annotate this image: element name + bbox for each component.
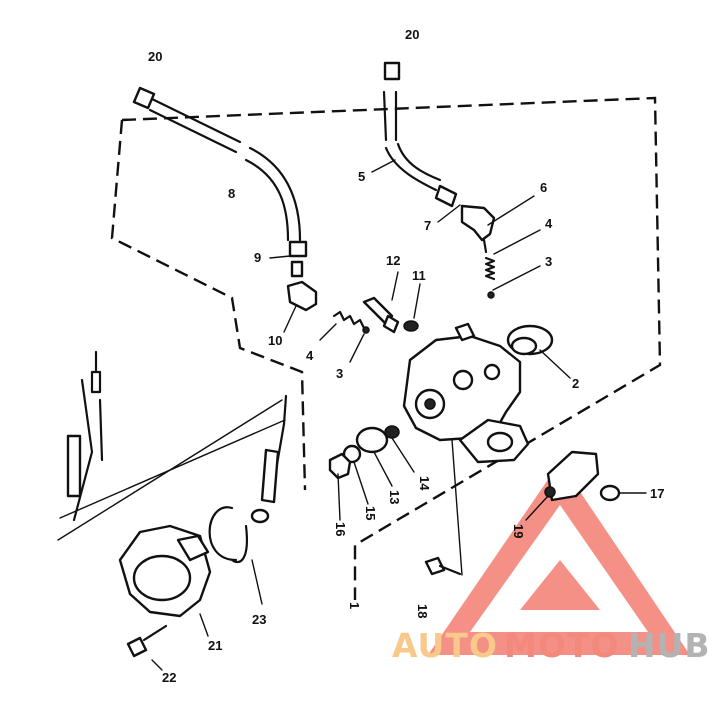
oil-pump-body (402, 322, 530, 464)
callout-21: 21 (208, 638, 222, 653)
callout-18: 18 (415, 604, 430, 618)
callout-11: 11 (412, 268, 426, 283)
callout-13: 13 (387, 490, 402, 504)
screw-12 (362, 296, 400, 334)
watermark-logo-triangle (428, 462, 690, 655)
cable-guide-line (59, 419, 286, 519)
callout-20: 20 (148, 49, 162, 64)
bolt-guide-line (451, 439, 463, 576)
washer-17 (599, 484, 621, 502)
callout-3: 3 (336, 366, 343, 381)
callout-20: 20 (405, 27, 419, 42)
callout-10: 10 (268, 333, 282, 348)
bolt-22 (126, 624, 168, 658)
cover-21 (118, 524, 212, 618)
callout-9: 9 (254, 250, 261, 265)
ball-3 (487, 291, 495, 299)
assembly-outline-dashed-left (110, 119, 307, 491)
callout-15: 15 (363, 506, 378, 520)
callout-7: 7 (424, 218, 431, 233)
callout-3: 3 (545, 254, 552, 269)
callout-2: 2 (572, 376, 579, 391)
callout-1: 1 (347, 602, 362, 609)
callout-4: 4 (545, 216, 553, 231)
callout-22: 22 (162, 670, 176, 685)
callout-8: 8 (228, 186, 235, 201)
watermark-text: AUTO MOTO HUB (392, 626, 711, 665)
fitting-10 (286, 260, 318, 312)
callout-16: 16 (333, 522, 348, 536)
callout-4: 4 (306, 348, 314, 363)
hose-5 (382, 61, 458, 208)
callout-12: 12 (386, 253, 400, 268)
o-ring-11 (403, 320, 419, 332)
spring-4 (484, 256, 496, 281)
fitting-6 (460, 204, 496, 254)
watermark-moto: MOTO (504, 626, 619, 665)
callout-14: 14 (417, 476, 432, 491)
callout-17: 17 (650, 486, 664, 501)
hose-8 (132, 86, 308, 258)
plate-13 (355, 426, 389, 454)
gasket-19 (544, 450, 600, 502)
assembly-outline-dashed (121, 96, 662, 600)
spring-4b (332, 310, 366, 330)
cable-23 (66, 350, 288, 564)
watermark-auto: AUTO (392, 626, 498, 665)
washer-14 (384, 425, 400, 439)
leader-lines (151, 159, 647, 671)
callout-19: 19 (511, 524, 526, 538)
watermark-hub: HUB (628, 626, 711, 665)
callout-5: 5 (358, 169, 365, 184)
nut-16 (328, 452, 352, 480)
washer-15 (342, 444, 362, 464)
callout-6: 6 (540, 180, 547, 195)
ball-3b (362, 326, 370, 334)
callout-23: 23 (252, 612, 266, 627)
cap-2 (506, 324, 554, 356)
bolt-18 (424, 556, 462, 576)
